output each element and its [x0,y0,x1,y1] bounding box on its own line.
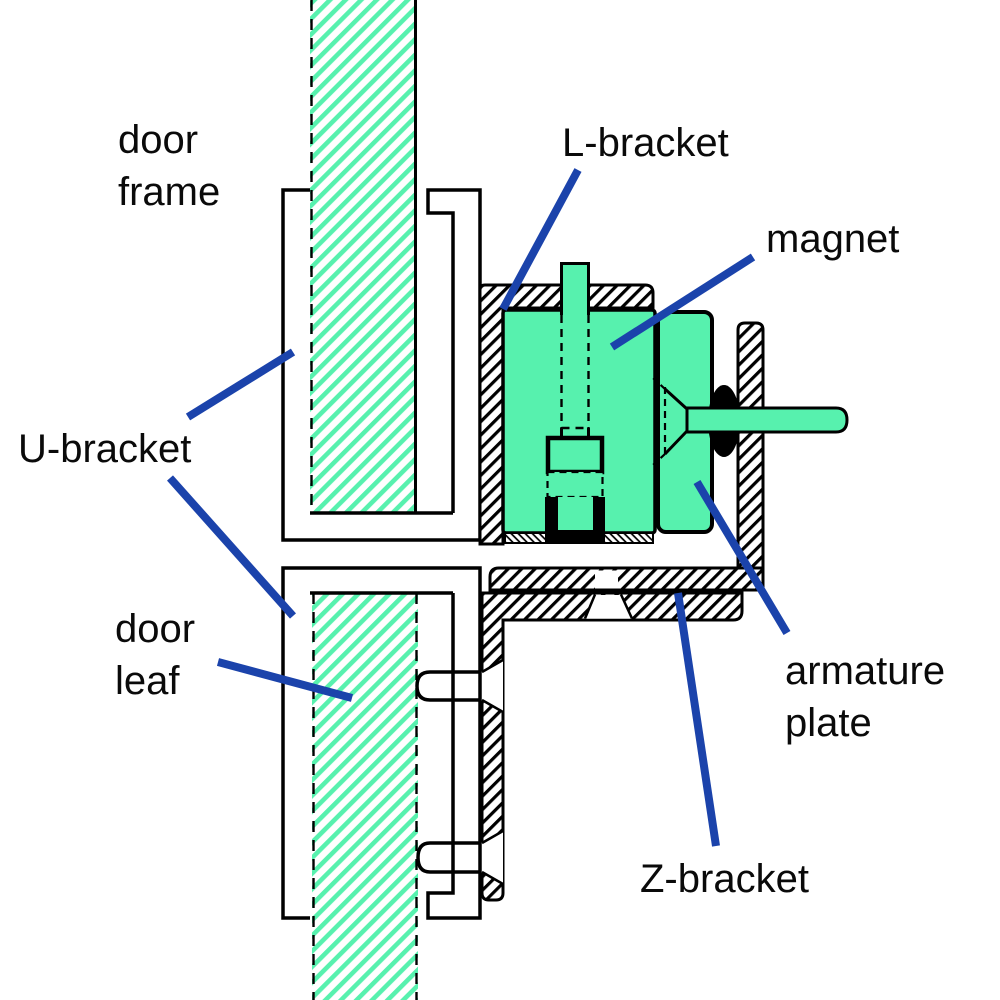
label-l-bracket: L-bracket [562,121,729,165]
z-bracket-vertical-arm [736,321,765,574]
label-door-leaf-line1: door [115,607,195,651]
l-bracket-shape [478,283,655,546]
labels: door frame U-bracket L-bracket magnet do… [18,118,945,901]
bolt-head [545,435,605,475]
label-door-leaf-line2: leaf [115,659,180,703]
door-leaf-bolt-lower [416,841,485,874]
leader-z-bracket [674,592,720,847]
label-armature-plate-line2: plate [785,701,872,745]
door-leaf-section [312,593,418,1000]
leader-l-bracket [499,168,582,311]
label-z-bracket: Z-bracket [640,857,809,901]
door-leaf-bolt-upper [415,670,485,702]
leader-armature-plate [693,479,791,636]
magnet-mounting-bolt [545,262,605,502]
leader-lines [167,168,791,847]
lower-u-bracket-body [283,568,480,918]
label-magnet: magnet [766,217,899,261]
leader-u-bracket-upper [185,348,296,421]
label-u-bracket: U-bracket [18,427,191,471]
z-bracket-upper-plate [488,566,765,592]
upper-u-bracket-body [283,190,480,540]
armature-screw-shaft [685,406,849,434]
lower-u-bracket-outline [281,566,482,920]
magnet-bolt-nut [545,497,605,543]
label-armature-plate-line1: armature [785,649,945,693]
armature-screw-cone [652,377,689,466]
leader-door-leaf [216,658,354,702]
z-bracket-adjust-slot [595,570,618,589]
door-frame-section [310,0,417,513]
leader-u-bracket-lower [167,475,296,619]
label-door-frame-line2: frame [118,170,220,214]
bolt-head-hidden [546,470,604,499]
leader-magnet [609,253,756,351]
label-door-frame-line1: door [118,118,198,162]
upper-u-bracket-outline [281,188,482,542]
z-bracket-lower-l [480,591,744,902]
